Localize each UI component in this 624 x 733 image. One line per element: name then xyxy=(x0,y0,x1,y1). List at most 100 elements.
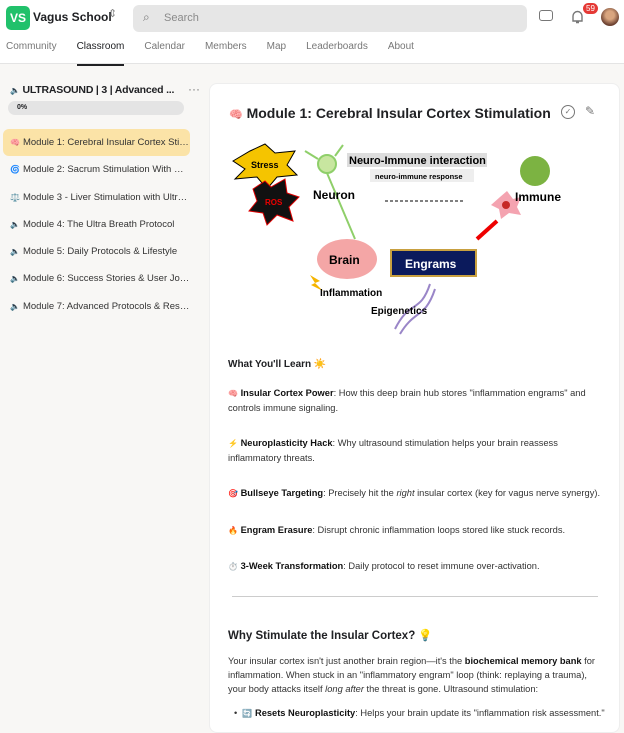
dna-icon xyxy=(394,283,436,335)
repeat-icon: 🔄 xyxy=(242,709,253,718)
neuro-immune-diagram: Stress ROS Neuro-Immune interaction neur… xyxy=(232,143,561,335)
text: the threat is gone. Ultrasound stimulati… xyxy=(363,684,539,694)
neuron-label: Neuron xyxy=(313,188,355,202)
item-text: : Daily protocol to reset immune over-ac… xyxy=(343,561,540,571)
module-label: Module 4: The Ultra Breath Protocol xyxy=(22,218,175,230)
tab-community[interactable]: Community xyxy=(6,41,57,52)
sidebar-item-module-4[interactable]: 🔈Module 4: The Ultra Breath Protocol xyxy=(3,211,190,238)
tab-classroom[interactable]: Classroom xyxy=(76,41,125,66)
ros-burst xyxy=(248,178,300,226)
interaction-box xyxy=(347,153,487,167)
interaction-label: Neuro-Immune interaction xyxy=(349,155,486,167)
item-text: insular cortex (key for vagus nerve syne… xyxy=(414,488,601,498)
sidebar-item-module-1[interactable]: 🧠Module 1: Cerebral Insular Cortex Stim.… xyxy=(3,129,190,157)
target-icon: 🎯 xyxy=(228,489,238,498)
switch-school-icon[interactable]: ⇕ xyxy=(108,8,118,20)
module-icon: 🔈 xyxy=(10,301,20,311)
sidebar-item-module-5[interactable]: 🔈Module 5: Daily Protocols & Lifestyle xyxy=(3,238,190,265)
lightning-icon xyxy=(310,275,323,291)
module-icon: 🌀 xyxy=(10,165,20,175)
bold-text: biochemical memory bank xyxy=(464,656,582,666)
item-text: : Precisely hit the xyxy=(323,488,397,498)
sidebar-item-module-7[interactable]: 🔈Module 7: Advanced Protocols & Reso... xyxy=(3,293,190,320)
module-icon: 🔈 xyxy=(10,247,20,257)
bell-icon[interactable] xyxy=(571,10,584,24)
fire-icon: 🔥 xyxy=(228,526,238,535)
search-placeholder: Search xyxy=(164,12,199,24)
item-text: : Disrupt chronic inflammation loops sto… xyxy=(312,525,566,535)
italic-text: long after xyxy=(325,684,364,694)
search-icon: ⌕ xyxy=(143,10,150,24)
response-label: neuro-immune response xyxy=(375,172,463,181)
notification-badge: 59 xyxy=(583,3,598,14)
module-icon: 🔈 xyxy=(10,219,20,229)
title-text: Module 1: Cerebral Insular Cortex Stimul… xyxy=(246,105,551,121)
learn-item: 🧠 Insular Cortex Power: How this deep br… xyxy=(228,386,603,415)
module-label: Module 7: Advanced Protocols & Reso... xyxy=(22,300,190,312)
avatar[interactable] xyxy=(601,8,619,26)
learn-item: ⚡ Neuroplasticity Hack: Why ultrasound s… xyxy=(228,436,603,465)
module-list: 🧠Module 1: Cerebral Insular Cortex Stim.… xyxy=(3,129,190,320)
module-icon: 🔈 xyxy=(10,274,20,284)
item-title: Insular Cortex Power xyxy=(240,388,334,398)
item-text: : Helps your brain update its "inflammat… xyxy=(355,708,605,718)
item-emphasis: right xyxy=(396,488,415,498)
red-arrow xyxy=(475,219,499,241)
brain-icon-large xyxy=(317,239,377,279)
speaker-icon: 🔈 xyxy=(10,86,20,95)
tab-calendar[interactable]: Calendar xyxy=(144,41,185,52)
item-text: : Why ultrasound stimulation helps your … xyxy=(228,438,558,463)
sidebar-item-module-2[interactable]: 🌀Module 2: Sacrum Stimulation With Ul... xyxy=(3,156,190,183)
immune-cell-icon xyxy=(491,156,550,219)
search-input[interactable]: ⌕ Search xyxy=(133,5,527,32)
engrams-box xyxy=(390,249,477,277)
learn-item: 🎯 Bullseye Targeting: Precisely hit the … xyxy=(228,486,603,501)
school-logo[interactable]: VS xyxy=(6,6,30,30)
module-label: Module 2: Sacrum Stimulation With Ul... xyxy=(22,164,190,176)
lesson-card: 🧠 Module 1: Cerebral Insular Cortex Stim… xyxy=(209,83,620,733)
sidebar-item-module-6[interactable]: 🔈Module 6: Success Stories & User Jou... xyxy=(3,265,190,292)
course-title: 🔈 ULTRASOUND | 3 | Advanced ... xyxy=(10,84,174,96)
timer-icon: ⏱️ xyxy=(228,562,238,571)
module-label: Module 5: Daily Protocols & Lifestyle xyxy=(22,246,178,258)
more-options-icon[interactable]: ··· xyxy=(188,82,200,96)
nav-tabs: Community Classroom Calendar Members Map… xyxy=(6,41,434,66)
item-title: 3-Week Transformation xyxy=(240,561,344,571)
module-label: Module 6: Success Stories & User Jou... xyxy=(22,273,190,285)
chat-icon[interactable] xyxy=(539,10,553,21)
ros-label: ROS xyxy=(265,198,283,207)
why-heading: Why Stimulate the Insular Cortex? 💡 xyxy=(228,630,433,642)
epigenetics-label: Epigenetics xyxy=(371,306,428,317)
item-title: Resets Neuroplasticity xyxy=(254,708,356,718)
stress-burst xyxy=(232,143,299,190)
tab-leaderboards[interactable]: Leaderboards xyxy=(306,41,368,52)
brain-label: Brain xyxy=(329,253,360,267)
mark-complete-icon[interactable]: ✓ xyxy=(561,105,575,119)
learn-heading: What You'll Learn ☀️ xyxy=(228,359,327,370)
immune-label: Immune xyxy=(515,190,561,204)
neuron-icon xyxy=(304,144,356,240)
stress-label: Stress xyxy=(251,160,279,170)
sidebar-item-module-3[interactable]: ⚖️Module 3 - Liver Stimulation with Ultr… xyxy=(3,184,190,211)
progress-label: 0% xyxy=(17,104,28,111)
inflammation-label: Inflammation xyxy=(320,288,382,299)
top-bar: VS Vagus School ⇕ ⌕ Search 59 Community … xyxy=(0,0,624,66)
item-title: Bullseye Targeting xyxy=(240,488,324,498)
module-icon: 🧠 xyxy=(10,138,20,147)
tab-members[interactable]: Members xyxy=(204,41,247,52)
tab-about[interactable]: About xyxy=(387,41,414,52)
course-title-text: ULTRASOUND | 3 | Advanced ... xyxy=(22,84,175,96)
brain-icon: 🧠 xyxy=(229,109,243,121)
divider xyxy=(232,596,598,597)
edit-icon[interactable]: ✎ xyxy=(585,104,596,118)
item-title: Engram Erasure xyxy=(240,525,313,535)
module-label: Module 3 - Liver Stimulation with Ultra.… xyxy=(22,191,190,203)
learn-item: 🔥 Engram Erasure: Disrupt chronic inflam… xyxy=(228,523,603,538)
why-paragraph: Your insular cortex isn't just another b… xyxy=(228,654,603,696)
course-progress-bar: 0% xyxy=(8,101,184,115)
tab-map[interactable]: Map xyxy=(266,41,287,52)
engrams-label: Engrams xyxy=(405,257,457,271)
item-text: : How this deep brain hub stores "inflam… xyxy=(228,388,586,413)
item-title: Neuroplasticity Hack xyxy=(240,438,333,448)
school-name[interactable]: Vagus School xyxy=(33,10,112,24)
